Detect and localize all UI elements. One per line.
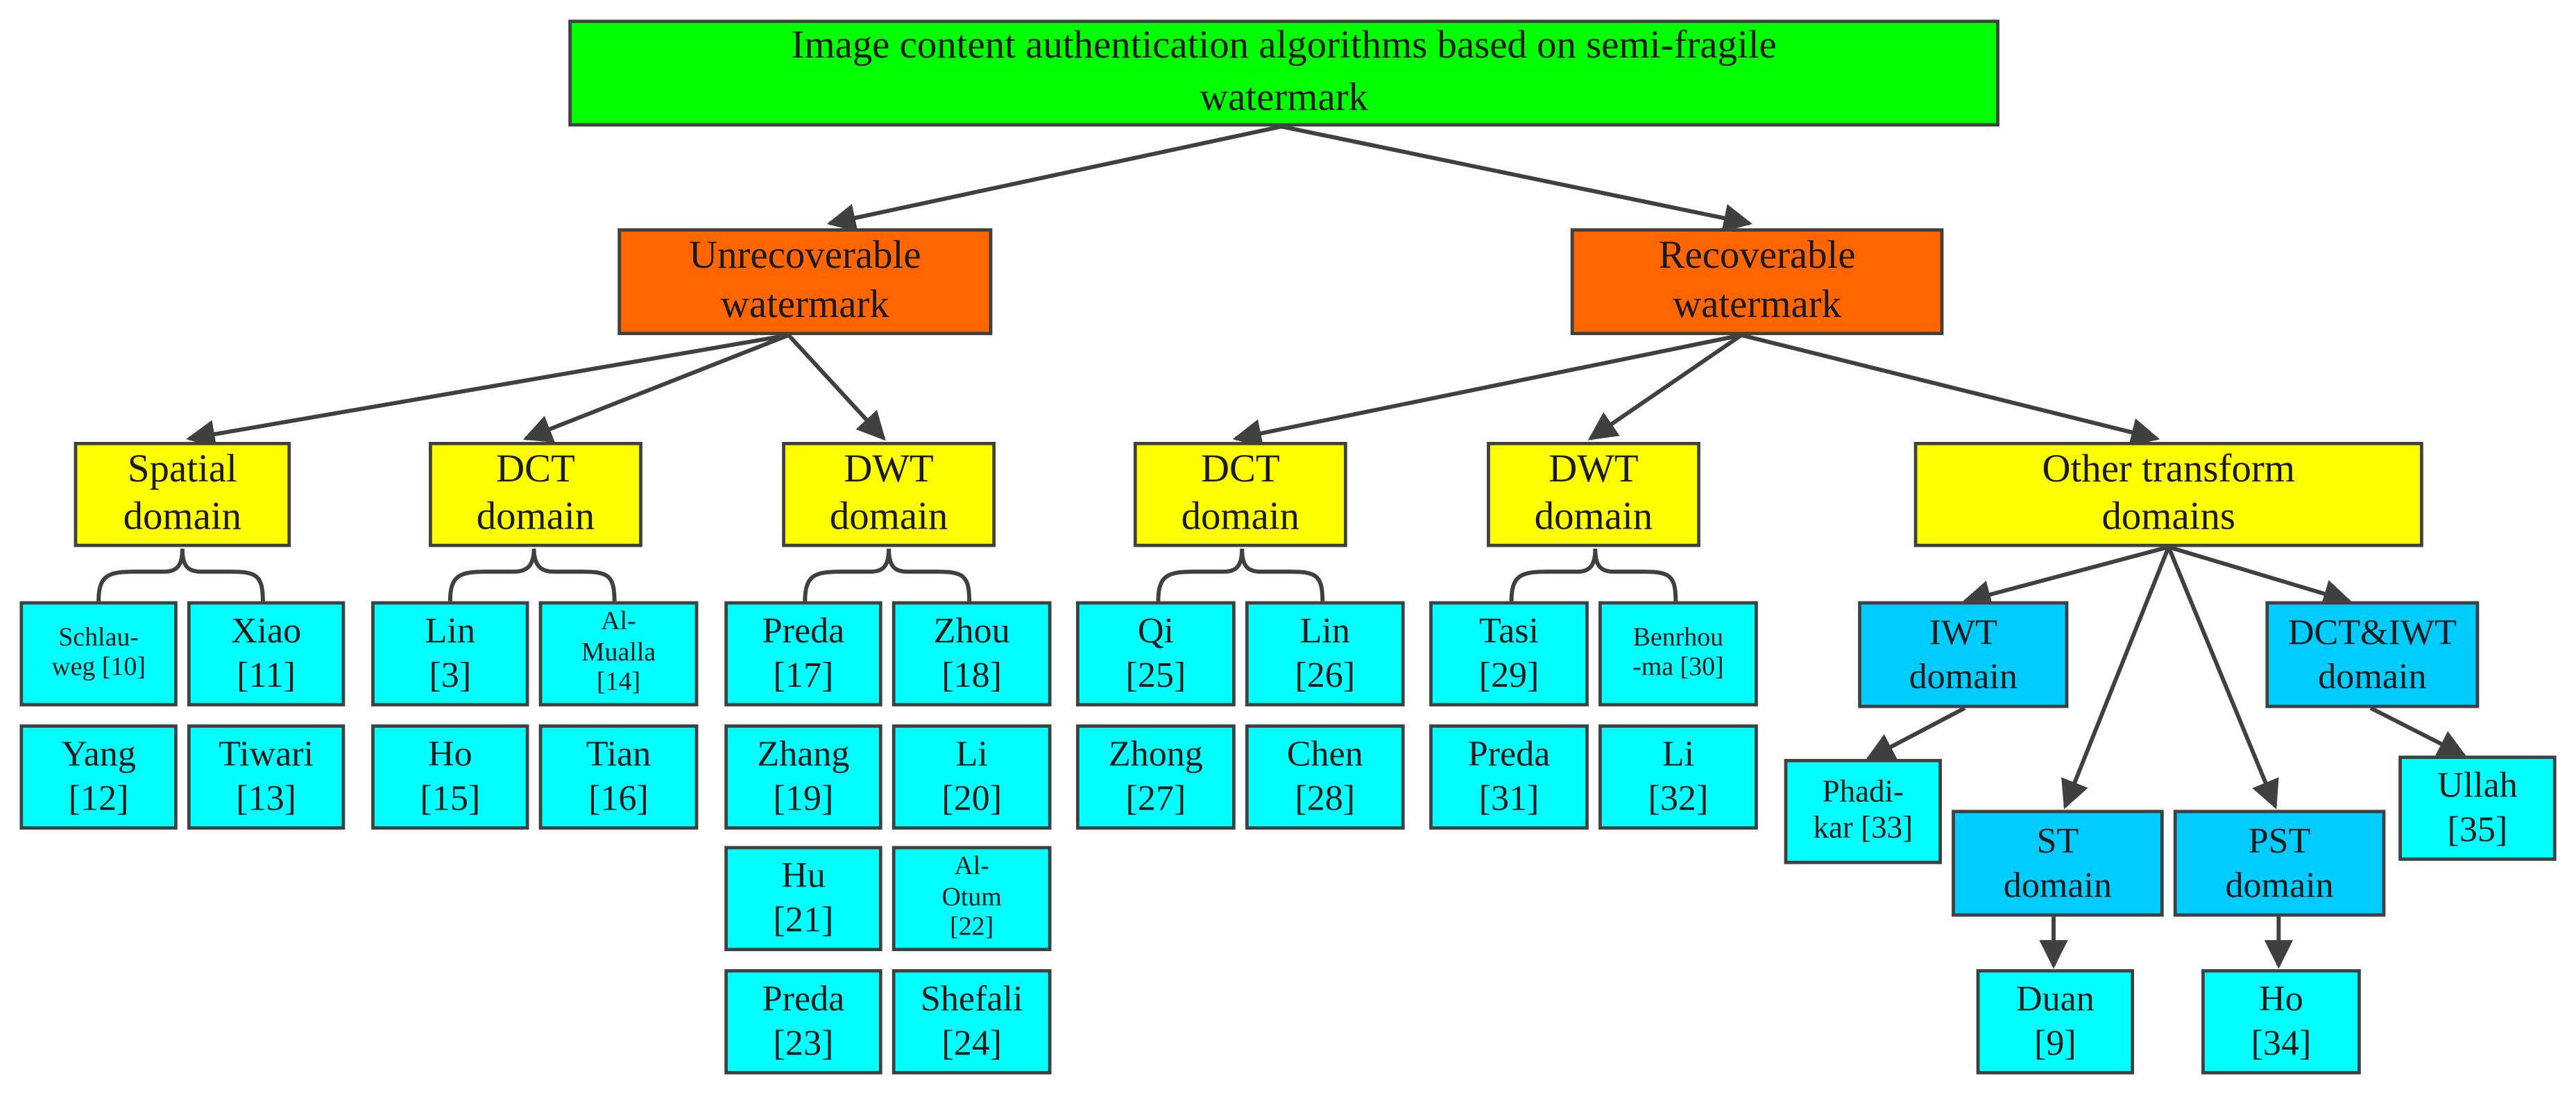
- leaf-lin-26: Lin [26]: [1245, 601, 1405, 707]
- leaf-preda-17: Preda [17]: [724, 601, 882, 707]
- dct-domain-unrecoverable-node: DCT domain: [429, 441, 642, 547]
- leaf-zhong: Zhong [27]: [1076, 724, 1236, 830]
- edge-rec-dwt: [1587, 333, 1743, 441]
- leaf-shefali: Shefali [24]: [892, 969, 1052, 1075]
- other-transform-domains-node: Other transform domains: [1913, 441, 2423, 547]
- edge-unrec-spatial: [186, 333, 790, 449]
- leaf-hu: Hu [21]: [724, 846, 882, 952]
- leaf-tian: Tian [16]: [538, 724, 699, 830]
- st-domain-node: ST domain: [1952, 810, 2164, 917]
- root-node: Image content authentication algorithms …: [568, 19, 1999, 127]
- edge-unrec-dwt: [787, 334, 886, 441]
- dwt-domain-recoverable-node: DWT domain: [1487, 441, 1700, 547]
- leaf-xiao: Xiao [11]: [187, 601, 346, 707]
- edge-iwt-phadikar: [1865, 706, 1966, 761]
- leaf-phadikar: Phadi- kar [33]: [1784, 759, 1942, 864]
- iwt-domain-node: IWT domain: [1858, 601, 2069, 708]
- leaf-zhou: Zhou [18]: [892, 601, 1052, 707]
- edge-rec-dct: [1232, 333, 1742, 448]
- edge-dctiwt-ullah: [2369, 706, 2467, 758]
- edge-other-st: [2061, 546, 2171, 810]
- leaf-tasi: Tasi [29]: [1429, 601, 1589, 707]
- leaf-yang: Yang [12]: [19, 724, 178, 830]
- brace-dct-rec: [1156, 548, 1325, 601]
- edge-root-recoverable: [1281, 124, 1752, 232]
- leaf-ho-34: Ho [34]: [2201, 969, 2361, 1075]
- leaf-ullah: Ullah [35]: [2398, 755, 2557, 861]
- leaf-ho-15: Ho [15]: [371, 724, 529, 830]
- leaf-schlauweg: Schlau- weg [10]: [19, 601, 178, 707]
- spatial-domain-node: Spatial domain: [74, 441, 291, 547]
- dct-domain-recoverable-node: DCT domain: [1133, 441, 1347, 547]
- edge-other-pst: [2167, 546, 2279, 810]
- brace-dwt-rec: [1509, 548, 1678, 601]
- leaf-chen: Chen [28]: [1245, 724, 1405, 830]
- recoverable-watermark-node: Recoverable watermark: [1570, 228, 1944, 336]
- pst-domain-node: PST domain: [2173, 810, 2386, 917]
- leaf-tiwari: Tiwari [13]: [187, 724, 346, 830]
- brace-dct-unrec: [447, 548, 617, 601]
- leaf-preda-23: Preda [23]: [724, 969, 882, 1075]
- leaf-qi: Qi [25]: [1076, 601, 1236, 707]
- edge-other-iwt: [1962, 545, 2169, 609]
- leaf-duan: Duan [9]: [1976, 969, 2135, 1075]
- edge-other-dctiwt: [2167, 545, 2353, 608]
- leaf-al-otum: Al- Otum [22]: [892, 846, 1052, 952]
- leaf-li-32: Li [32]: [1598, 724, 1758, 830]
- leaf-li-20: Li [20]: [892, 724, 1052, 830]
- dwt-domain-unrecoverable-node: DWT domain: [782, 441, 996, 547]
- edge-unrec-dct: [522, 333, 790, 443]
- edge-rec-other: [1741, 333, 2160, 447]
- edge-root-unrecoverable: [826, 124, 1282, 232]
- brace-spatial: [96, 548, 265, 601]
- dct-iwt-domain-node: DCT&IWT domain: [2265, 601, 2480, 708]
- unrecoverable-watermark-node: Unrecoverable watermark: [617, 228, 993, 336]
- brace-dwt-unrec: [803, 548, 972, 601]
- leaf-benrhouma: Benrhou -ma [30]: [1598, 601, 1758, 707]
- leaf-al-mualla: Al- Mualla [14]: [538, 601, 699, 707]
- leaf-lin-3: Lin [3]: [371, 601, 529, 707]
- leaf-zhang: Zhang [19]: [724, 724, 882, 830]
- leaf-preda-31: Preda [31]: [1429, 724, 1589, 830]
